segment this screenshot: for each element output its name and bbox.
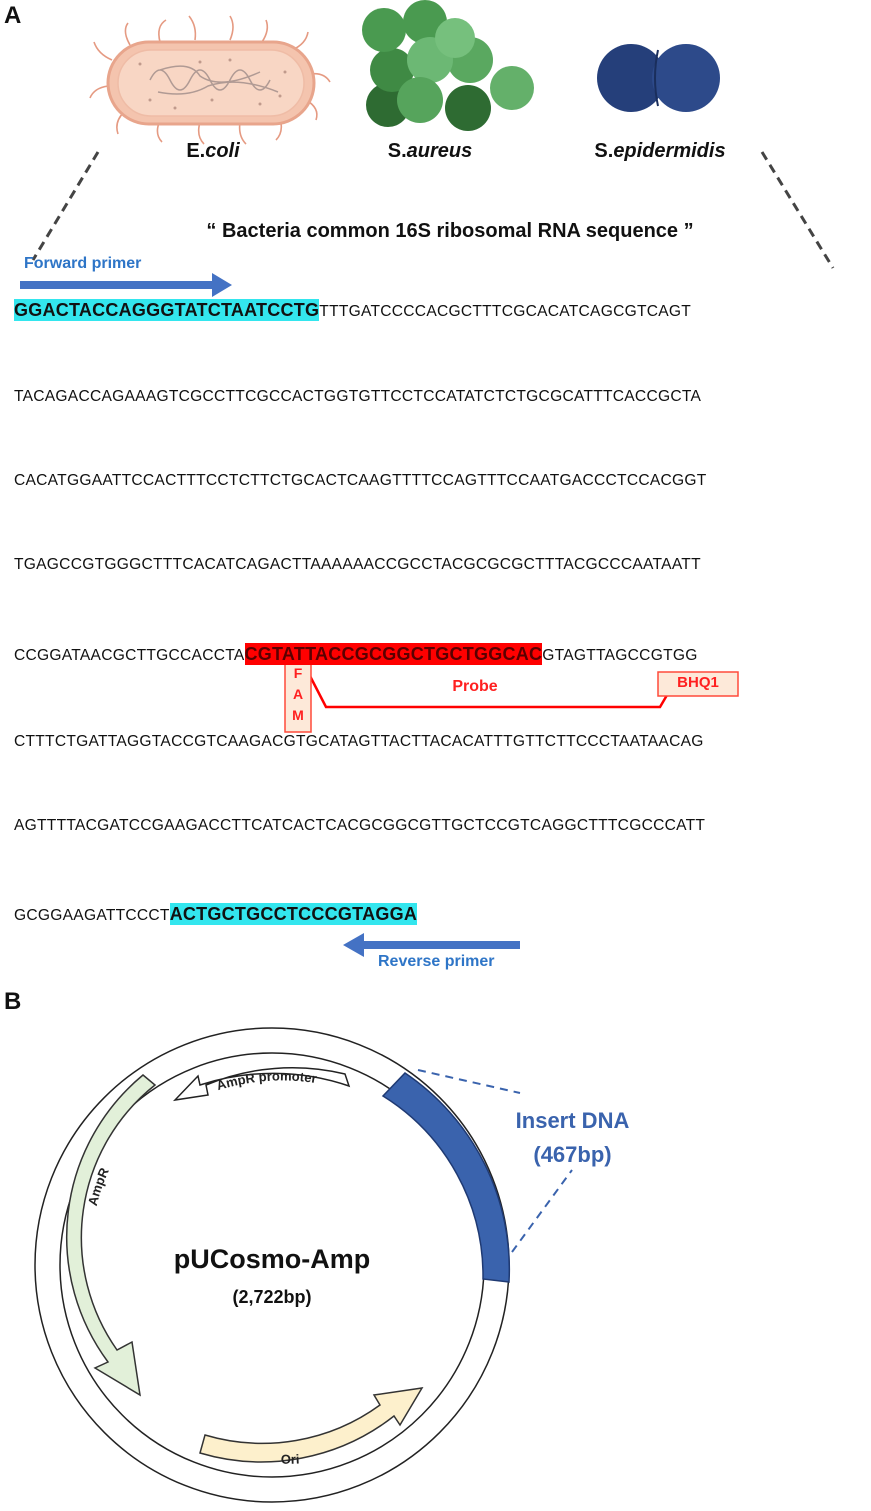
sequence-line: TGAGCCGTGGGCTTTCACATCAGACTTAAAAAACCGCCTA… xyxy=(14,556,701,574)
ecoli-icon xyxy=(89,15,331,145)
sequence-line: AGTTTTACGATCCGAAGACCTTCATCACTCACGCGGCGTT… xyxy=(14,817,705,835)
insert-callout-top xyxy=(417,1069,521,1094)
bhq1-label: BHQ1 xyxy=(677,674,719,691)
insert-dna-label: Insert DNA xyxy=(515,1108,630,1133)
sepidermidis-label: S.epidermidis xyxy=(594,140,726,162)
reverse-primer-arrow xyxy=(343,933,520,957)
panel-a-graphics xyxy=(20,0,835,957)
ampr-promoter-arrow xyxy=(172,1067,351,1102)
sequence-segment: CCGGATAACGCTTGCCACCTA xyxy=(14,647,245,664)
ori-label: Ori xyxy=(281,1451,300,1466)
saureus-icon xyxy=(362,0,534,131)
probe-label: Probe xyxy=(452,678,498,695)
sequence-line: CACATGGAATTCCACTTTCCTCTTCTGCACTCAAGTTTTC… xyxy=(14,472,707,490)
forward-primer-arrow xyxy=(20,273,232,297)
panel-b-label: B xyxy=(4,988,22,1015)
ecoli-label: E.coli xyxy=(186,140,240,162)
sequence-line: GCGGAAGATTCCCTACTGCTGCCTCCCGTAGGA xyxy=(14,903,418,925)
insert-dna-segment xyxy=(381,1072,511,1283)
plasmid-name: pUCosmo-Amp xyxy=(173,1244,371,1274)
sequence-segment: TTTGATCCCCACGCTTTCGCACATCAGCGTCAGT xyxy=(319,303,692,320)
insert-callout-bottom xyxy=(511,1169,573,1253)
sequence-segment: CTTTCTGATTAGGTACCGTCAAGACGTGCATAGTTACTTA… xyxy=(14,733,704,750)
insert-dna-size: (467bp) xyxy=(533,1142,612,1167)
zoom-line-left xyxy=(31,151,100,261)
sequence-line: CCGGATAACGCTTGCCACCTACGTATTACCGCGGCTGCTG… xyxy=(14,643,698,665)
reverse-primer-label: Reverse primer xyxy=(378,953,495,970)
sequence-segment: AGTTTTACGATCCGAAGACCTTCATCACTCACGCGGCGTT… xyxy=(14,817,706,834)
plasmid-map: AmpR promoter AmpR Ori xyxy=(34,1027,573,1503)
primer-sequence: GGACTACCAGGGTATCTAATCCTG xyxy=(14,299,320,321)
sequence-line: TACAGACCAGAAAGTCGCCTTCGCCACTGGTGTTCCTCCA… xyxy=(14,388,701,406)
sequence-segment: CACATGGAATTCCACTTTCCTCTTCTGCACTCAAGTTTTC… xyxy=(14,472,707,489)
probe-bracket xyxy=(284,661,739,733)
plasmid-size: (2,722bp) xyxy=(232,1287,312,1307)
bhq1-box xyxy=(657,671,739,697)
sequence-line: CTTTCTGATTAGGTACCGTCAAGACGTGCATAGTTACTTA… xyxy=(14,733,704,751)
sequence-segment: TACAGACCAGAAAGTCGCCTTCGCCACTGGTGTTCCTCCA… xyxy=(14,388,702,405)
sepidermidis-icon xyxy=(597,44,720,112)
sequence-line: GGACTACCAGGGTATCTAATCCTGTTTGATCCCCACGCTT… xyxy=(14,299,692,321)
saureus-label: S.aureus xyxy=(387,140,473,162)
sequence-segment: TGAGCCGTGGGCTTTCACATCAGACTTAAAAAACCGCCTA… xyxy=(14,556,701,573)
ori-arrow xyxy=(199,1387,424,1463)
sequence-segment: GTAGTTAGCCGTGG xyxy=(542,647,698,664)
ampr-arrow xyxy=(65,1074,157,1397)
zoom-line-right xyxy=(760,151,835,269)
fam-box xyxy=(284,661,312,733)
sequence-title: “ Bacteria common 16S ribosomal RNA sequ… xyxy=(206,220,694,242)
panel-a-label: A xyxy=(4,2,22,29)
probe-sequence: CGTATTACCGCGGCTGCTGGCAC xyxy=(244,643,543,665)
sequence-segment: GCGGAAGATTCCCT xyxy=(14,907,170,924)
forward-primer-label: Forward primer xyxy=(24,255,142,272)
primer-sequence: ACTGCTGCCTCCCGTAGGA xyxy=(169,903,418,925)
